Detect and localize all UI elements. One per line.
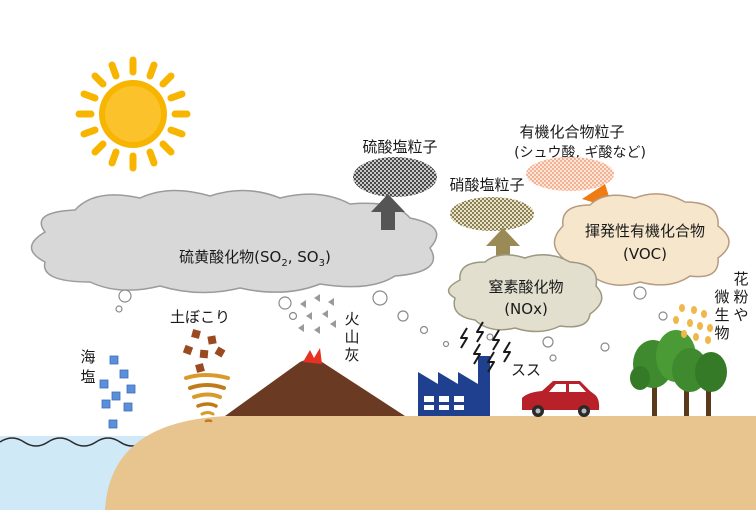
nox-label-line1: 窒素酸化物 <box>488 278 563 296</box>
tornado-icon <box>184 373 230 423</box>
volcanic-ash-label-1: 火 <box>344 310 359 328</box>
nox-label-line2: (NOx) <box>504 300 548 318</box>
car-icon <box>522 381 600 417</box>
nitrate-particle-blob <box>450 197 534 231</box>
pollen-label-5: 生 <box>714 306 729 324</box>
pollen-label-4: 微 <box>714 288 729 306</box>
sulfate-up-arrow <box>371 194 405 230</box>
pollen-label-1: 花 <box>733 270 748 288</box>
volcanic-ash-particles <box>298 294 336 334</box>
volcanic-ash-label-2: 山 <box>344 328 359 346</box>
sulfate-particle-blob <box>353 157 437 197</box>
volcano-icon <box>225 359 405 416</box>
voc-label-line2: (VOC) <box>623 245 667 263</box>
sulfur-oxides-close: ) <box>325 248 331 266</box>
ground <box>105 416 756 510</box>
dust-label: 土ぼこり <box>170 308 230 326</box>
sulfate-particles-label: 硫酸塩粒子 <box>362 138 437 156</box>
factory-icon <box>418 356 490 416</box>
organic-particles-label-line1: 有機化合物粒子 <box>519 123 624 141</box>
voc-label-line1: 揮発性有機化合物 <box>585 222 705 240</box>
sulfur-oxides-label: 硫黄酸化物(SO <box>179 248 281 266</box>
pollen-label-6: 物 <box>714 324 729 342</box>
lava <box>303 348 322 364</box>
sulfur-oxides-separator: , SO <box>288 248 319 266</box>
dust-particles <box>182 329 226 373</box>
soot-particles <box>460 321 511 373</box>
sulfur-oxides-cloud: 硫黄酸化物(SO2, SO3) <box>30 189 438 294</box>
pollen-label-2: 粉 <box>733 288 748 306</box>
sea-salt-particles <box>99 355 136 429</box>
so2-subscript: 2 <box>281 258 287 269</box>
pollen-label-3: や <box>733 306 748 324</box>
tree-icon <box>630 330 727 416</box>
sea-salt-label-1: 海 <box>80 348 95 366</box>
volcanic-ash-label-3: 灰 <box>344 346 359 364</box>
voc-cloud: 揮発性有機化合物 (VOC) <box>553 193 730 286</box>
nitrate-up-arrow <box>486 228 520 262</box>
nitrate-particles-label: 硝酸塩粒子 <box>449 176 524 194</box>
so3-subscript: 3 <box>319 258 325 269</box>
soot-label: スス <box>511 361 541 379</box>
organic-particle-blob <box>526 157 614 191</box>
sea-salt-label-2: 塩 <box>80 368 95 386</box>
nox-cloud: 窒素酸化物 (NOx) <box>447 254 603 333</box>
organic-particles-label-line2: (シュウ酸, ギ酸など) <box>514 145 646 161</box>
rising-bubbles <box>115 286 668 362</box>
sun-icon <box>75 56 191 172</box>
pollen-label: 花 粉 や 微 生 物 <box>714 270 748 342</box>
svg-text:硫黄酸化物(SO2, SO3): 硫黄酸化物(SO2, SO3) <box>179 248 331 269</box>
pollen-particles <box>673 304 713 344</box>
